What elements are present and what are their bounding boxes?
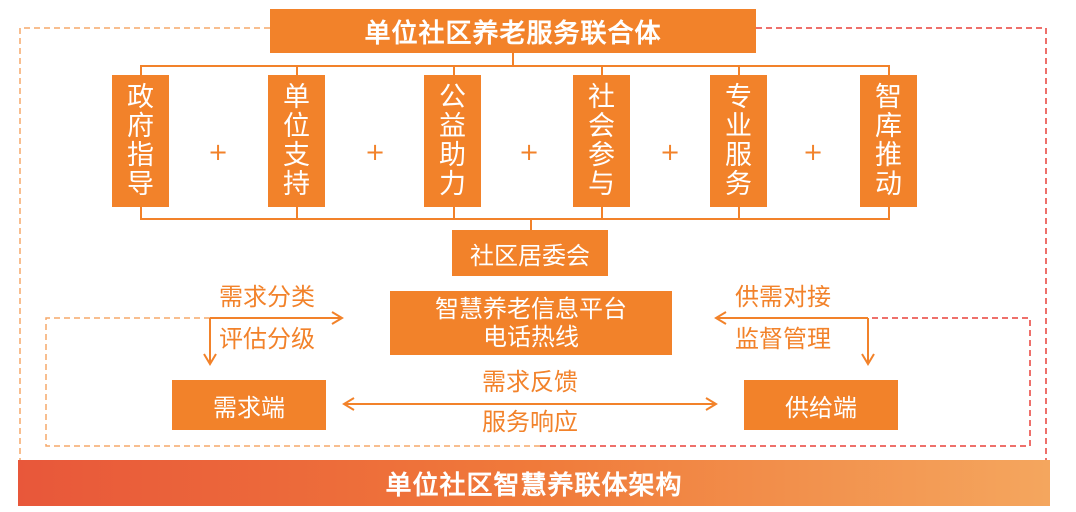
pillar-char: 力 [439,169,466,200]
bottom-bracket [140,218,890,220]
platform-box: 智慧养老信息平台 电话热线 [390,291,672,355]
pillar-char: 服 [725,140,752,171]
pillar-char: 支 [283,140,310,171]
community-committee-label: 社区居委会 [470,241,590,270]
title-stem [512,53,514,66]
demand-end-box: 需求端 [172,380,326,430]
pillar-char: 业 [725,111,752,142]
pillar-char: 政 [127,82,154,113]
supply-end-label: 供给端 [785,393,857,422]
footer-title: 单位社区智慧养联体架构 [385,470,683,501]
pillar-char: 推 [875,140,902,171]
pillar-unit: 单 位 支 持 [268,75,325,207]
pillar-char: 务 [725,169,752,200]
plus-sign: + [207,138,229,166]
pillar-char: 助 [439,140,466,171]
assessment-grading-label: 评估分级 [219,325,315,353]
pillar-char: 社 [588,82,615,113]
service-response-label: 服务响应 [482,408,578,436]
plus-sign: + [518,138,540,166]
pillar-char: 智 [875,82,902,113]
supply-end-box: 供给端 [744,380,898,430]
pillar-char: 位 [283,111,310,142]
pillar-char: 导 [127,169,154,200]
supply-demand-matching-label: 供需对接 [735,283,831,311]
pillar-char: 库 [875,111,902,142]
pillar-char: 指 [127,140,154,171]
pillar-char: 公 [439,82,466,113]
demand-feedback-label: 需求反馈 [482,368,578,396]
pillar-char: 会 [588,111,615,142]
pillar-char: 与 [588,169,615,200]
demand-classification-label: 需求分类 [219,283,315,311]
platform-line1: 智慧养老信息平台 [435,295,627,323]
pillar-char: 持 [283,169,310,200]
plus-sign: + [802,138,824,166]
inner-frame-right [540,317,1031,447]
pillar-char: 益 [439,111,466,142]
title-box: 单位社区养老服务联合体 [270,9,756,53]
platform-line2: 电话热线 [483,323,579,351]
pillar-char: 府 [127,111,154,142]
inner-frame-left [45,317,540,447]
pillar-professional: 专 业 服 务 [710,75,767,207]
title-text: 单位社区养老服务联合体 [364,18,662,49]
community-committee-box: 社区居委会 [452,230,608,276]
pillar-char: 参 [588,140,615,171]
committee-stem [530,218,532,230]
plus-sign: + [364,138,386,166]
pillar-society: 社 会 参 与 [573,75,630,207]
plus-sign: + [659,138,681,166]
pillar-char: 动 [875,169,902,200]
supervision-management-label: 监督管理 [735,325,831,353]
pillar-char: 专 [725,82,752,113]
pillar-public-welfare: 公 益 助 力 [424,75,481,207]
footer-banner: 单位社区智慧养联体架构 [18,460,1050,506]
outer-frame-left [19,27,270,460]
top-bracket [140,65,890,67]
demand-end-label: 需求端 [213,393,285,422]
pillar-char: 单 [283,82,310,113]
pillar-think-tank: 智 库 推 动 [860,75,917,207]
outer-frame-right [756,27,1047,460]
pillar-government: 政 府 指 导 [112,75,169,207]
